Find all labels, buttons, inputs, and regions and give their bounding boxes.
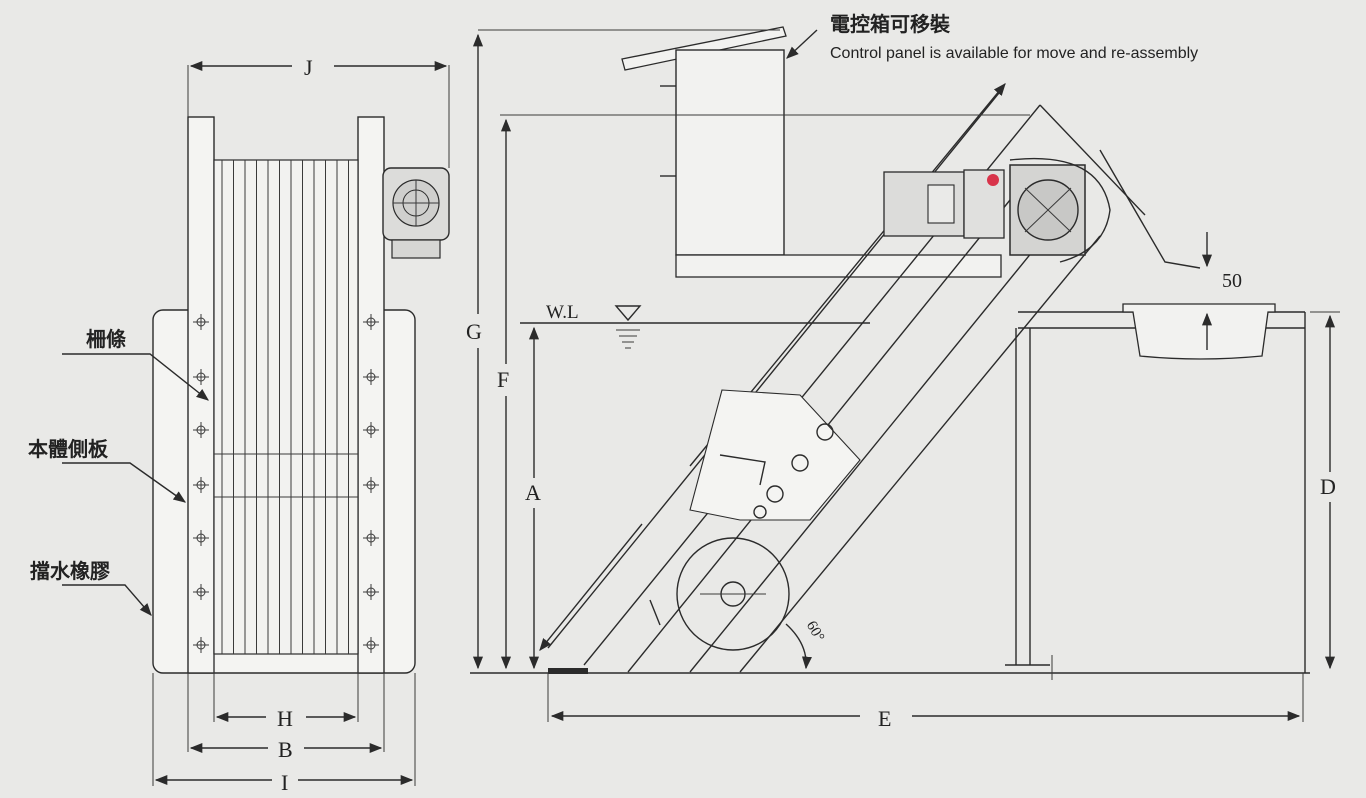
angle-label: 60°: [803, 618, 827, 644]
bolt-icon: [363, 422, 379, 438]
bolt-icon: [193, 422, 209, 438]
dim-e: E: [878, 706, 891, 731]
dim-a: A: [525, 480, 541, 505]
bolt-icon: [193, 314, 209, 330]
bolt-icon: [363, 584, 379, 600]
bolt-icon: [193, 584, 209, 600]
front-view: J H B I 柵條 本體側板 擋水橡膠: [28, 55, 450, 795]
bolt-icon: [363, 530, 379, 546]
drive-assembly: [883, 157, 1111, 263]
dim-g: G: [466, 319, 482, 344]
bolt-icon: [193, 637, 209, 653]
dim-b: B: [278, 737, 293, 762]
label-bars: 柵條: [86, 327, 126, 351]
dim-i: I: [281, 770, 288, 795]
platform: 50: [1005, 232, 1306, 680]
dim-h: H: [277, 706, 293, 731]
bolt-markers: [193, 314, 379, 653]
dim-f: F: [497, 367, 509, 392]
bolt-icon: [193, 369, 209, 385]
bolt-icon: [363, 314, 379, 330]
bar-screen: [213, 159, 359, 655]
side-view: 電控箱可移裝 Control panel is available for mo…: [466, 12, 1340, 731]
water-level-label: W.L: [546, 302, 579, 323]
control-panel: [621, 26, 1002, 278]
dim-d: D: [1320, 474, 1336, 499]
indicator-marker: [987, 174, 999, 186]
motor-front: [382, 167, 450, 259]
bolt-icon: [193, 477, 209, 493]
label-rubber: 擋水橡膠: [30, 559, 110, 583]
bolt-icon: [363, 477, 379, 493]
bolt-icon: [363, 369, 379, 385]
inclined-screen: C: [539, 83, 1201, 673]
clearance-50: 50: [1222, 270, 1242, 292]
dim-j: J: [304, 55, 313, 80]
bolt-icon: [193, 530, 209, 546]
bolt-icon: [363, 637, 379, 653]
water-level: W.L: [520, 302, 870, 349]
note-cn: 電控箱可移裝: [830, 12, 951, 36]
label-side-plate: 本體側板: [28, 437, 109, 461]
note-en: Control panel is available for move and …: [830, 45, 1198, 62]
discharge-hopper: [1122, 303, 1276, 360]
bar-lines: [221, 160, 349, 654]
right-post: [357, 116, 385, 674]
